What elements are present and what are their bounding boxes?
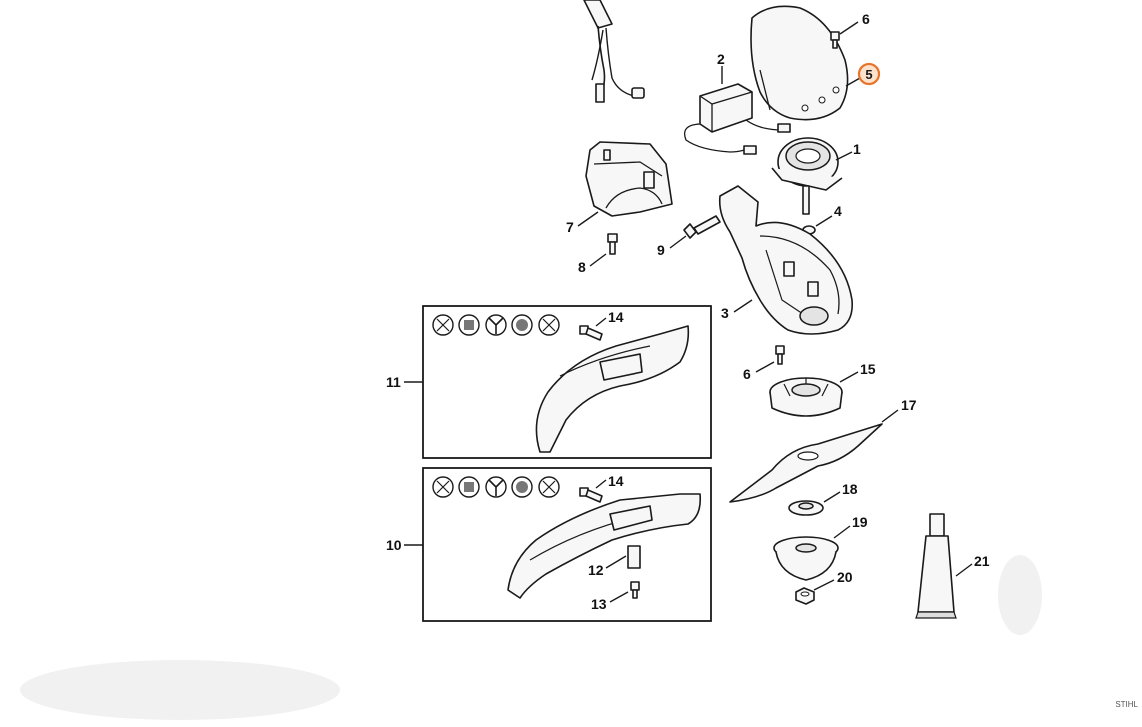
callout-14-upper[interactable]: 14 [608,309,624,325]
callout-17[interactable]: 17 [901,397,917,413]
background-smudge [20,660,340,720]
screw-part[interactable] [579,487,603,503]
callout-2[interactable]: 2 [717,51,725,67]
callout-1[interactable]: 1 [853,141,861,157]
callout-8[interactable]: 8 [578,259,586,275]
electronic-module-part[interactable] [683,83,791,155]
motor-part[interactable] [771,137,843,215]
callout-5[interactable]: 5 [865,67,872,82]
callout-3[interactable]: 3 [721,305,729,321]
screw-part[interactable] [830,31,840,49]
lower-housing-part[interactable] [718,185,854,335]
thrust-plate-part[interactable] [788,500,824,516]
tool-symbols-row [432,476,560,498]
tool-symbols-row [432,314,560,336]
callout-6-top[interactable]: 6 [862,11,870,27]
callout-7[interactable]: 7 [566,219,574,235]
callout-13[interactable]: 13 [591,596,607,612]
grease-tube-part[interactable] [915,513,957,619]
callout-4[interactable]: 4 [834,203,842,219]
callout-19[interactable]: 19 [852,514,868,530]
callout-11[interactable]: 11 [386,374,401,390]
callout-10[interactable]: 10 [386,537,402,553]
screw-part[interactable] [630,581,640,599]
screw-part[interactable] [579,325,603,341]
callout-6-lower[interactable]: 6 [743,366,751,382]
callout-21[interactable]: 21 [974,553,990,569]
hub-part[interactable] [769,377,843,417]
cable-part[interactable] [583,0,645,103]
highlight-marker[interactable] [857,62,881,86]
screw-part[interactable] [607,233,618,255]
callout-9[interactable]: 9 [657,242,665,258]
thrust-cup-part[interactable] [773,536,839,581]
cutting-blade-part[interactable] [729,423,883,503]
callout-18[interactable]: 18 [842,481,858,497]
callout-15[interactable]: 15 [860,361,876,377]
callout-12[interactable]: 12 [588,562,604,578]
housing-cover-part[interactable] [585,141,673,217]
callout-14-lower[interactable]: 14 [608,473,624,489]
background-smudge [998,555,1042,635]
screw-part[interactable] [683,215,721,239]
screw-part[interactable] [775,345,785,365]
guard-part[interactable] [535,325,690,453]
callout-20[interactable]: 20 [837,569,853,585]
spacer-sleeve-part[interactable] [627,545,641,569]
corner-logo-mark: STIHL [1115,700,1138,709]
nut-part[interactable] [795,587,815,605]
guard-part[interactable] [507,493,702,599]
motor-cover-part[interactable] [750,5,849,121]
